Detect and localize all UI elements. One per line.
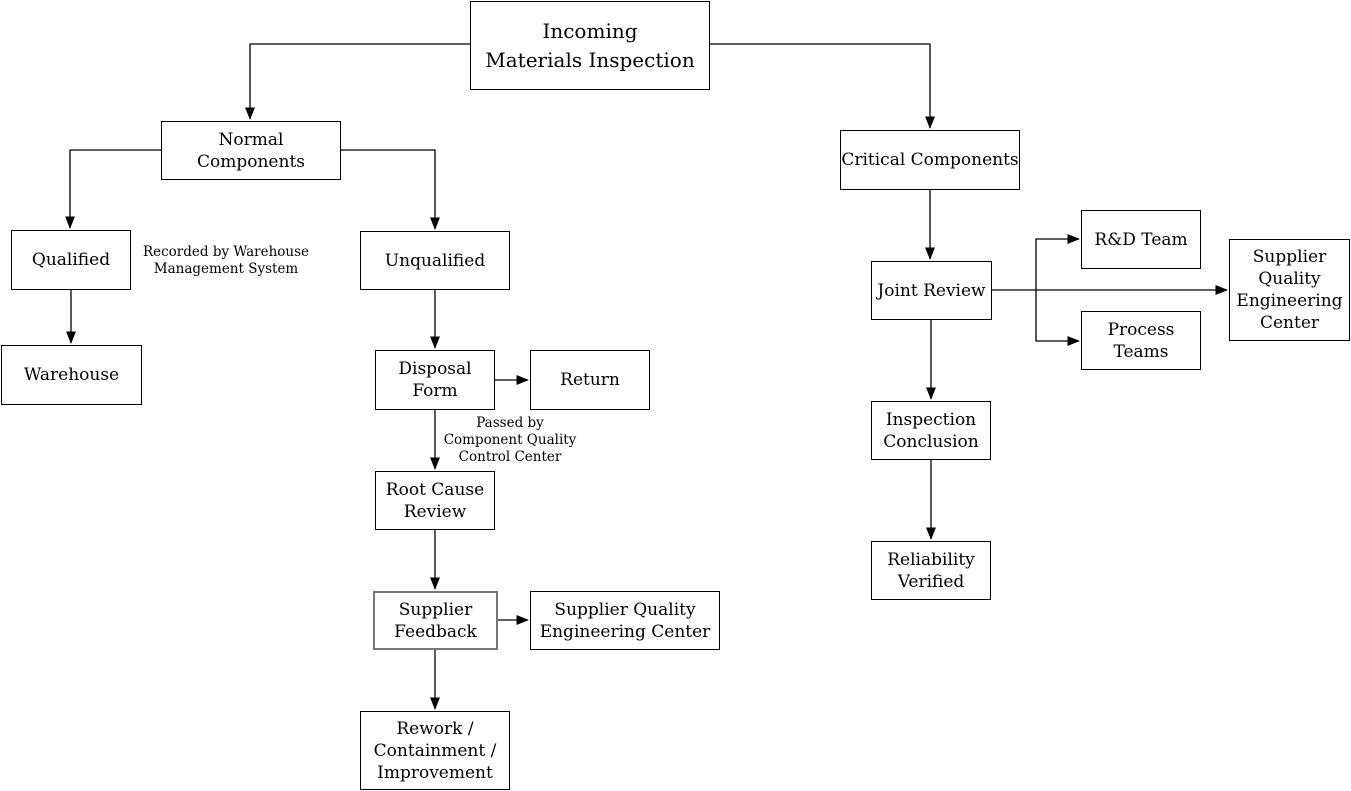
node-warehouse: Warehouse [1, 345, 142, 405]
node-joint-review: Joint Review [871, 261, 992, 320]
node-rework-containment-improvement: Rework / Containment / Improvement [360, 711, 510, 790]
node-qualified: Qualified [11, 230, 131, 290]
node-supplier-quality-engineering-center-left: Supplier Quality Engineering Center [530, 591, 720, 650]
node-process-teams: Process Teams [1081, 311, 1201, 370]
edge-incoming-to-critical [710, 43, 935, 129]
node-root-cause-review: Root Cause Review [375, 471, 495, 530]
edge-normal-to-qualified [65, 149, 161, 229]
node-return: Return [530, 350, 650, 410]
edge-normal-to-unqualified [341, 149, 440, 230]
edge-joint-to-rd-team [1035, 234, 1080, 290]
node-critical-components: Critical Components [840, 130, 1020, 190]
node-rd-team: R&D Team [1081, 210, 1201, 269]
node-supplier-quality-engineering-center-right: Supplier Quality Engineering Center [1229, 239, 1350, 341]
annotation-recorded-by-warehouse-management-system: Recorded by Warehouse Management System [142, 244, 310, 277]
node-supplier-feedback: Supplier Feedback [373, 591, 498, 650]
node-unqualified: Unqualified [360, 231, 510, 290]
node-inspection-conclusion: Inspection Conclusion [871, 401, 991, 460]
annotation-passed-by-component-quality-control-center: Passed by Component Quality Control Cent… [443, 415, 577, 465]
node-normal-components: Normal Components [161, 121, 341, 180]
edge-joint-to-process-teams [1035, 290, 1080, 346]
node-disposal-form: Disposal Form [375, 350, 495, 410]
edge-incoming-to-normal [245, 43, 470, 120]
node-reliability-verified: Reliability Verified [871, 541, 991, 600]
node-incoming-materials-inspection: Incoming Materials Inspection [470, 1, 710, 90]
